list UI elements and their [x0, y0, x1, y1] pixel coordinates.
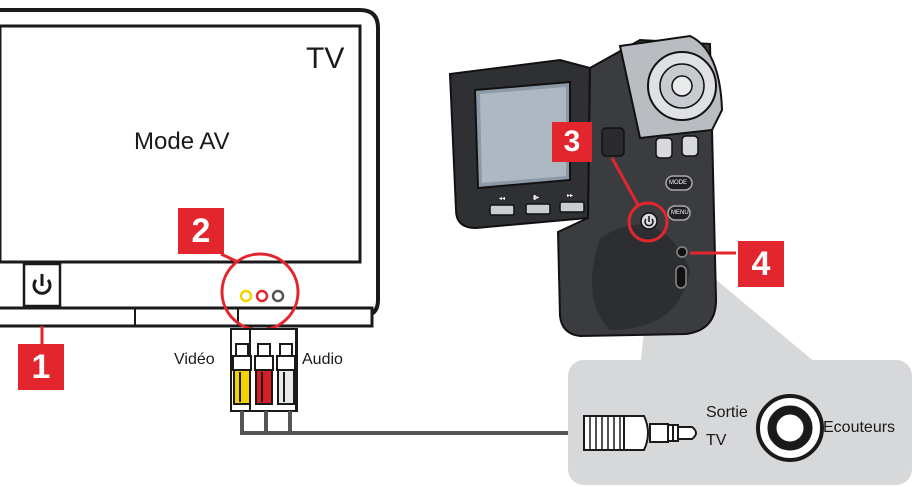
camcorder: ◂◂ ▮▸ ▸▸ — [448, 34, 736, 338]
tv-output-label-line1: Sortie — [706, 404, 748, 421]
rca-cable — [230, 328, 584, 435]
tv-output-label-line2: TV — [706, 432, 727, 449]
fast-forward-button — [559, 201, 585, 213]
tv-av-sockets — [239, 289, 285, 303]
camera-power-highlight-circle — [627, 201, 669, 243]
audio-label: Audio — [302, 351, 343, 368]
mode-button-shape — [665, 175, 693, 191]
tv-power-icon — [32, 274, 52, 295]
tv-base — [0, 306, 374, 328]
tv-mode-text: Mode AV — [134, 128, 230, 155]
video-label: Vidéo — [174, 351, 215, 368]
step-badge-3: 3 — [552, 122, 592, 162]
camera-menu-button-label: MENU — [671, 210, 689, 216]
headphones-label: Ecouteurs — [823, 419, 896, 436]
camera-mode-button-label: MODE — [669, 180, 687, 186]
step-badge-2: 2 — [178, 208, 224, 254]
camera-av-port — [676, 246, 688, 258]
jack-plug — [583, 415, 697, 451]
svg-text:◂◂: ◂◂ — [499, 196, 505, 202]
record-button — [655, 137, 673, 159]
menu-button-shape — [667, 205, 691, 221]
svg-text:▮▸: ▮▸ — [533, 195, 539, 201]
step-badge-4: 4 — [738, 241, 784, 287]
photo-button — [681, 135, 699, 157]
rewind-button — [489, 204, 515, 216]
av-out-socket — [756, 394, 824, 462]
tv-label: TV — [306, 42, 345, 75]
rca-plug-red — [254, 343, 274, 405]
rca-plug-yellow — [232, 343, 252, 405]
step-badge-1: 1 — [18, 344, 64, 390]
play-pause-button — [525, 203, 551, 215]
camera-power-icon — [644, 216, 654, 227]
svg-text:▸▸: ▸▸ — [567, 193, 573, 199]
rca-plug-white — [276, 343, 296, 405]
